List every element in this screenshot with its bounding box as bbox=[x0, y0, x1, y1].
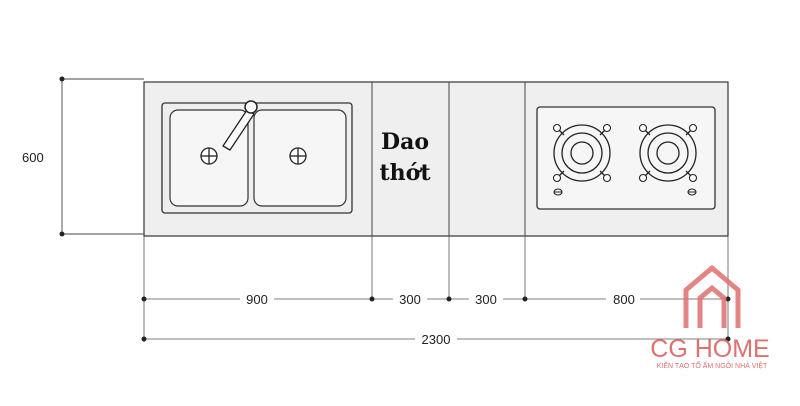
blank-width-label: 300 bbox=[475, 292, 497, 307]
cutting-board-label-line1: Dao bbox=[381, 129, 429, 155]
drain-left-icon bbox=[200, 147, 218, 165]
stove-knob-right-icon bbox=[687, 188, 697, 196]
segment-dimension-line bbox=[141, 296, 731, 302]
sink-width-label: 900 bbox=[246, 292, 268, 307]
depth-dimension-label: 600 bbox=[22, 150, 44, 165]
drain-right-icon bbox=[289, 147, 307, 165]
cutting-board-label-line2: thớt bbox=[380, 160, 432, 186]
stove-width-label: 800 bbox=[613, 292, 635, 307]
cg-home-logo: CG HOME KIẾN TẠO TỔ ẤM NGÔI NHÀ VIỆT bbox=[650, 264, 770, 370]
cutting-board-width-label: 300 bbox=[399, 292, 421, 307]
house-logo-icon bbox=[683, 264, 741, 328]
faucet-icon bbox=[222, 100, 258, 151]
total-width-label: 2300 bbox=[422, 332, 451, 347]
gas-stove bbox=[536, 106, 716, 210]
burner-left-icon bbox=[552, 123, 612, 183]
depth-dimension bbox=[59, 76, 144, 237]
extension-lines bbox=[143, 236, 729, 342]
logo-name: CG HOME bbox=[650, 335, 769, 363]
cutting-board-area: Dao thớt bbox=[380, 129, 432, 186]
stove-knob-left-icon bbox=[553, 188, 563, 196]
burner-right-icon bbox=[638, 123, 698, 183]
logo-tagline: KIẾN TẠO TỔ ẤM NGÔI NHÀ VIỆT bbox=[657, 360, 768, 370]
double-sink bbox=[161, 100, 353, 214]
